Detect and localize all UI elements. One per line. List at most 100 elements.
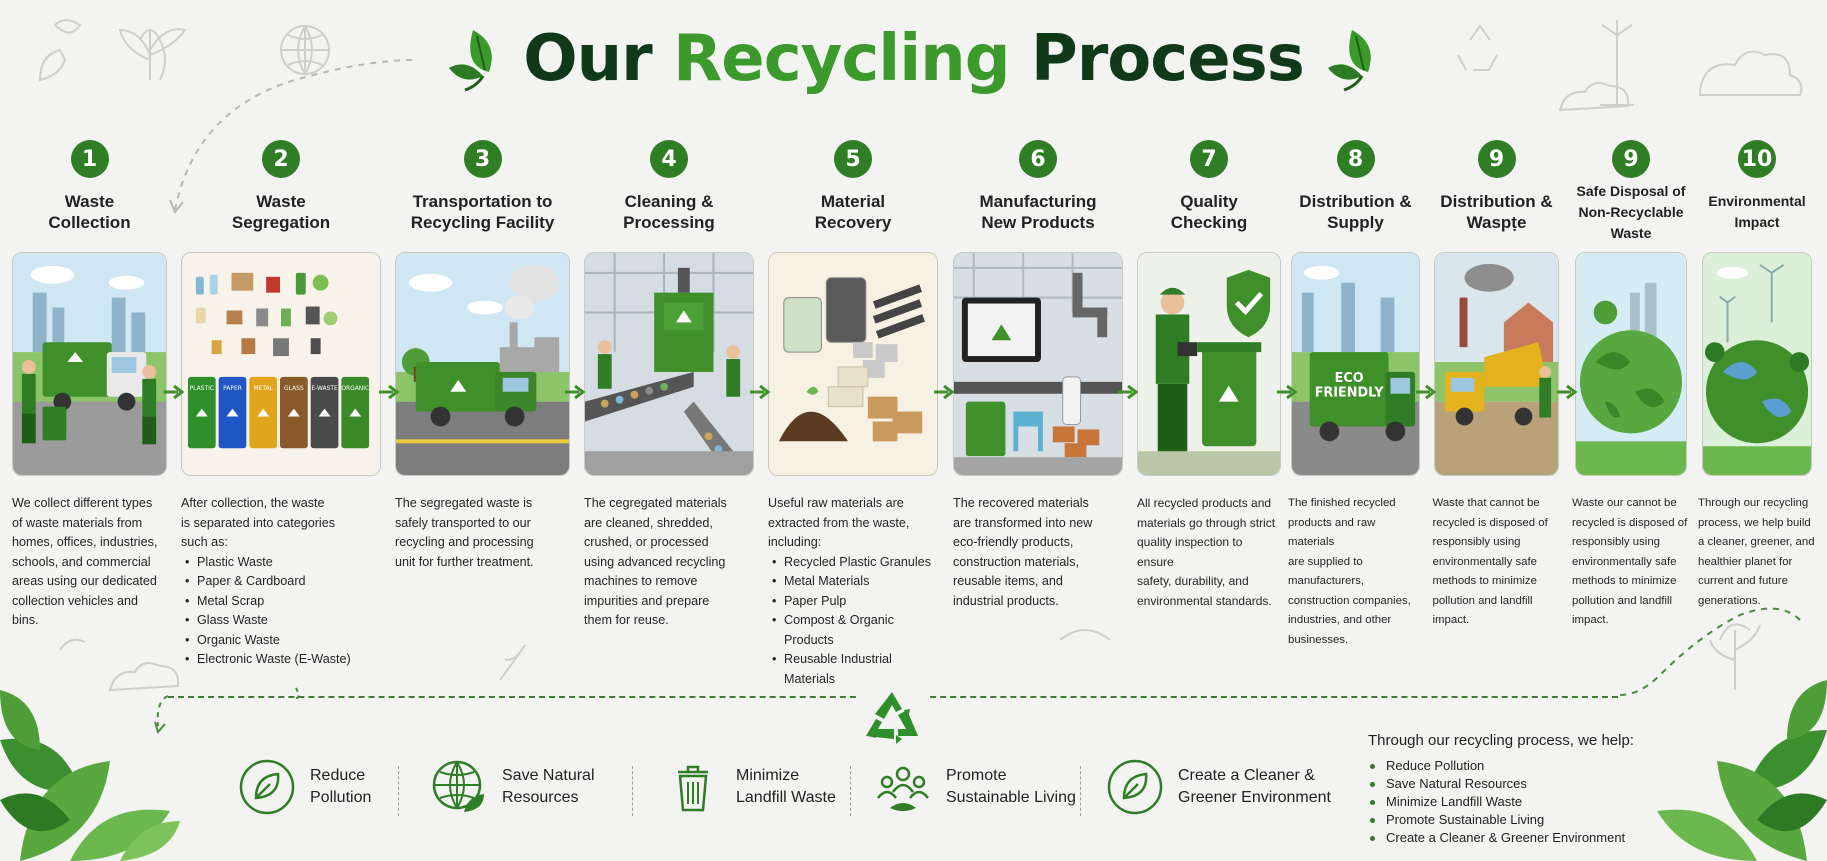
separator [632, 766, 633, 816]
leaf-icon [1322, 26, 1384, 92]
step-manufacturing: 6 Manufacturing New Products The recover… [953, 140, 1123, 611]
arrow-right-icon [934, 384, 955, 400]
bin-label: ORGANIC [341, 385, 369, 392]
recycle-icon [858, 684, 926, 752]
leaf-circle-icon [1107, 759, 1163, 815]
illustration-green-globe [1575, 252, 1687, 476]
list-item: Plastic Waste [185, 553, 381, 573]
step-text: We collect different types of waste mate… [12, 496, 158, 627]
step-waste-segregation: 2 Waste Segregation [181, 140, 381, 670]
illustration-material-recovery [768, 252, 938, 476]
step-number-badge: 9 [1612, 140, 1650, 178]
list-item: Create a Cleaner & Greener Environment [1368, 829, 1668, 847]
step-text: Waste our cannot be recycled is disposed… [1572, 497, 1688, 626]
page-title: Our Recycling Process [523, 22, 1305, 96]
benefit-reduce-pollution: Reduce Pollution [238, 758, 371, 816]
step-text: All recycled products and materials go t… [1137, 496, 1276, 608]
step-description: The segregated waste is safely transport… [395, 494, 570, 572]
list-item: Save Natural Resources [1368, 775, 1668, 793]
illustration-disposal-truck [1434, 252, 1559, 476]
step-text: The segregated waste is safely transport… [395, 496, 534, 569]
list-item: Paper & Cardboard [185, 572, 381, 592]
step-title: Distribution & Waspṭe [1440, 192, 1553, 232]
list-item: Reduce Pollution [1368, 757, 1668, 775]
trash-bin-icon [678, 765, 708, 812]
step-environmental-impact: 10 Environmental Impact Through our recy… [1698, 140, 1815, 611]
category-list: Plastic Waste Paper & Cardboard Metal Sc… [181, 553, 381, 670]
step-quality-checking: 7 Quality Checking All recycled products… [1137, 140, 1281, 611]
arrow-right-icon [1118, 384, 1139, 400]
step-title: Quality Checking [1170, 192, 1248, 232]
separator [850, 766, 851, 816]
step-cleaning-processing: 4 Cleaning & Processing The cegregated m… [584, 140, 754, 631]
step-description: We collect different types of waste mate… [12, 494, 167, 631]
step-number-badge: 3 [463, 140, 502, 178]
list-item: Metal Scrap [185, 592, 381, 612]
list-item: Recycled Plastic Granules [772, 553, 938, 573]
arrow-right-icon [1416, 384, 1437, 400]
step-number-badge: 6 [1019, 140, 1057, 178]
arrow-right-icon [750, 384, 771, 400]
bin-label: PAPER [223, 385, 242, 392]
title-word-our: Our [523, 22, 653, 96]
step-description: Waste our cannot be recycled is disposed… [1572, 494, 1690, 631]
benefit-label: Save Natural Resources [502, 767, 595, 806]
step-number-badge: 7 [1190, 140, 1228, 178]
step-number-badge: 10 [1738, 140, 1776, 178]
bin-label: METAL [253, 385, 273, 392]
bin-label: E-WASTE [311, 385, 338, 392]
step-waste-collection: 1 Waste Collection We collect different … [12, 140, 167, 631]
leaves-bottom-right [1657, 680, 1827, 861]
step-text: Through our recycling process, we help b… [1698, 497, 1815, 607]
benefit-label: Reduce Pollution [310, 767, 372, 806]
step-number-badge: 1 [70, 140, 109, 178]
page-header: Our Recycling Process [0, 14, 1827, 104]
bin-label: GLASS [284, 385, 304, 392]
people-community-icon [877, 766, 929, 811]
step-description: The recovered materials are transformed … [953, 494, 1123, 611]
list-item: Reusable Industrial Materials [772, 650, 938, 689]
list-item: Electronic Waste (E-Waste) [185, 650, 381, 670]
illustration-waste-collection [12, 252, 167, 476]
arrow-right-icon [565, 384, 586, 400]
leaves-bottom-left [0, 690, 180, 861]
title-word-process: Process [1030, 22, 1305, 96]
benefit-cleaner-environment: Create a Cleaner & Greener Environment [1106, 758, 1331, 816]
step-description: Through our recycling process, we help b… [1698, 494, 1816, 611]
illustration-cleaning-processing [584, 252, 754, 476]
step-material-recovery: 5 Material Recovery Useful raw materials… [768, 140, 938, 689]
step-title: Waste Collection [48, 192, 131, 232]
step-text: The cegregated materials are cleaned, sh… [584, 496, 727, 627]
step-description: The finished recycled products and raw m… [1288, 494, 1423, 650]
step-title: Cleaning & Processing [623, 192, 715, 232]
step-title: Material Recovery [814, 192, 892, 232]
step-text: The recovered materials are transformed … [953, 496, 1093, 608]
globe-leaf-icon [432, 760, 484, 812]
list-item: Minimize Landfill Waste [1368, 793, 1668, 811]
separator [398, 766, 399, 816]
benefit-label: Create a Cleaner & Greener Environment [1178, 767, 1331, 806]
list-item: Promote Sustainable Living [1368, 811, 1668, 829]
title-word-recycling: Recycling [673, 22, 1011, 96]
benefit-sustainable-living: Promote Sustainable Living [874, 758, 1076, 816]
leaf-icon [443, 26, 505, 92]
step-text: After collection, the waste is separated… [181, 496, 336, 549]
list-item: Organic Waste [185, 631, 381, 651]
list-item: Metal Materials [772, 572, 938, 592]
arrow-right-icon [164, 384, 185, 400]
benefit-save-resources: Save Natural Resources [430, 758, 595, 816]
illustration-waste-segregation: PLASTIC PAPER METAL GLASS E-WASTE ORGANI… [181, 252, 381, 476]
step-number-badge: 5 [834, 140, 872, 178]
leaf-circle-icon [239, 759, 295, 815]
step-title: Distribution & Supply [1299, 192, 1412, 232]
step-transportation: 3 Transportation to Recycling Facility T… [395, 140, 570, 572]
arrow-right-icon [1277, 384, 1298, 400]
step-description: Useful raw materials are extracted from … [768, 494, 938, 689]
separator [1080, 766, 1081, 816]
list-item: Compost & Organic Products [772, 611, 938, 650]
help-summary: Through our recycling process, we help: … [1368, 732, 1668, 847]
benefit-minimize-landfill: Minimize Landfill Waste [664, 758, 836, 816]
